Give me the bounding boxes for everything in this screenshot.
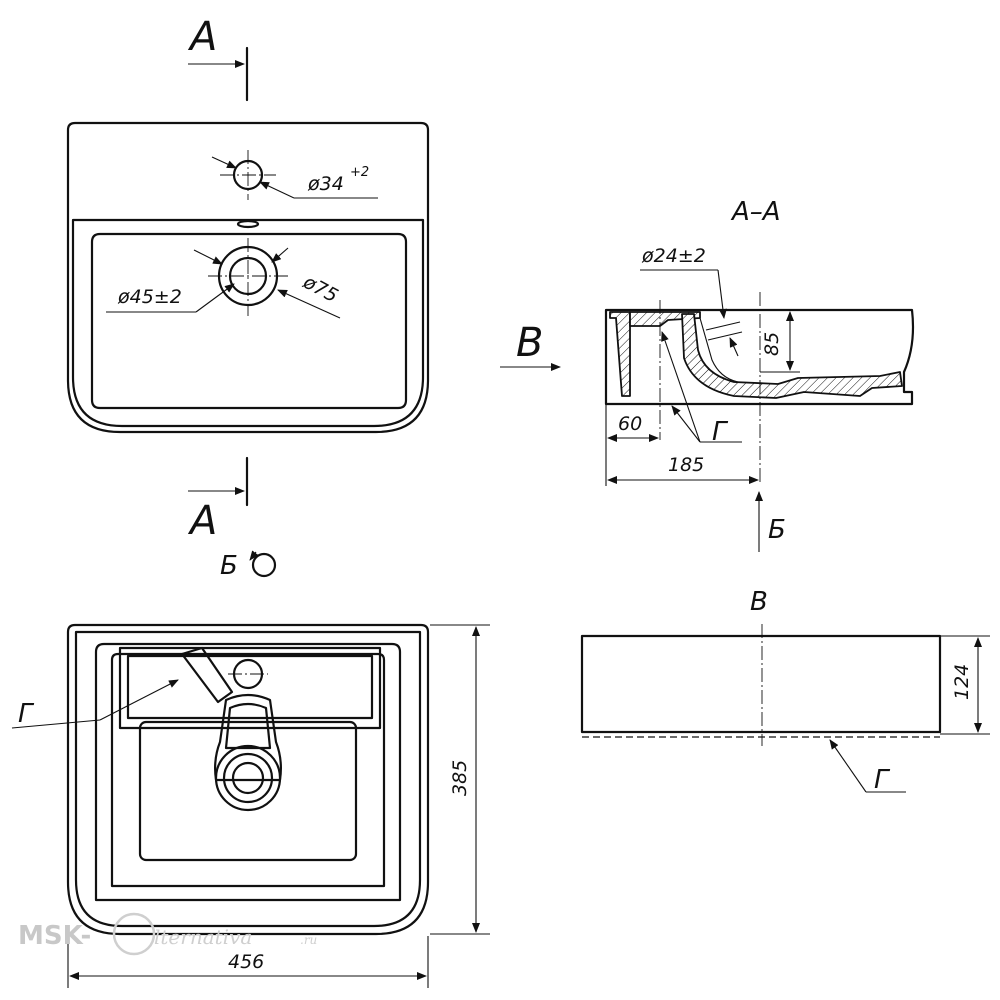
drain-outer-arrow-b [271,247,289,263]
leader-g3-label: Г [874,765,891,795]
view-mark-bb: Б [768,515,786,545]
leader-g1-arrow-b [671,405,701,443]
bottom-outer [66,623,430,936]
watermark-at-icon [112,912,156,956]
leader-g3-arrow [829,739,867,793]
bottom-basin [138,720,358,862]
rotation-symbol-arrow [249,550,259,561]
tap-hole-dim-arrow-b [259,181,295,199]
tap-hole-dim-arrow-a [211,156,237,169]
bottom-drain-outer [214,744,282,812]
bottom-rim-ring [94,642,402,902]
drain-spine-inner [224,702,272,750]
section-mark-a-bottom: А [187,498,217,544]
dim-offset-60: 60 [618,413,642,435]
top-view-basin-inner [90,232,408,410]
front-view [580,624,990,793]
leader-g1-arrow-a [661,331,701,443]
dim-width-456: 456 [228,951,264,973]
bottom-deck-inner [126,654,374,720]
view-b-rot-title: Б [220,551,238,581]
section-basin-shell [681,313,903,399]
dim-depth-85: 85 [761,332,783,356]
view-mark-b: В [516,320,543,366]
overflow-slot [236,219,260,229]
drain-inner-arrow [195,283,235,313]
section-view [500,269,915,552]
top-view [66,46,430,507]
watermark-script: lternativa [154,925,252,949]
section-outline [604,308,915,406]
section-overflow-hole-a [705,321,741,331]
section-overflow-hole-b [707,331,743,341]
section-overflow-channel [699,317,739,383]
dim-overflow: ø24±2 [641,245,706,267]
overflow-dim-arrow-b [729,337,739,357]
dim-tap-hole: ø34 [307,173,344,195]
watermark: MSK- lternativa .ru [18,912,317,956]
drain-outer-arrow-a [193,249,223,265]
section-back-wall [609,311,631,397]
leader-g2-label: Г [18,699,35,729]
section-mark-a-top: А [187,14,217,60]
top-view-basin-rim [71,218,425,428]
watermark-brand: MSK- [18,921,91,951]
dim-depth-385: 385 [449,760,471,796]
section-title: А–А [730,197,781,227]
leader-g1-label: Г [712,417,729,447]
dim-offset-185: 185 [668,454,704,476]
bottom-view [11,623,490,988]
overflow-dim-arrow-a [717,269,727,319]
leader-g2-arrow [99,679,179,721]
view-v-title: В [750,587,768,617]
bottom-drain-inner [231,761,265,795]
bottom-drain-mid [222,752,274,804]
bottom-deck-outer [118,646,382,730]
top-view-outline [66,121,430,434]
dim-tap-hole-tolerance: +2 [350,165,369,180]
bottom-outer-2 [74,630,422,928]
front-outline [580,634,942,734]
dim-drain-inner: ø45±2 [117,286,182,308]
leader-g2-shelf [11,719,101,729]
overflow-duct [180,646,234,704]
drain-spine [214,693,282,782]
dim-height-124: 124 [951,664,973,700]
drain-75-arrow [277,289,341,319]
watermark-suffix: .ru [300,933,317,947]
rotation-symbol [251,552,277,578]
